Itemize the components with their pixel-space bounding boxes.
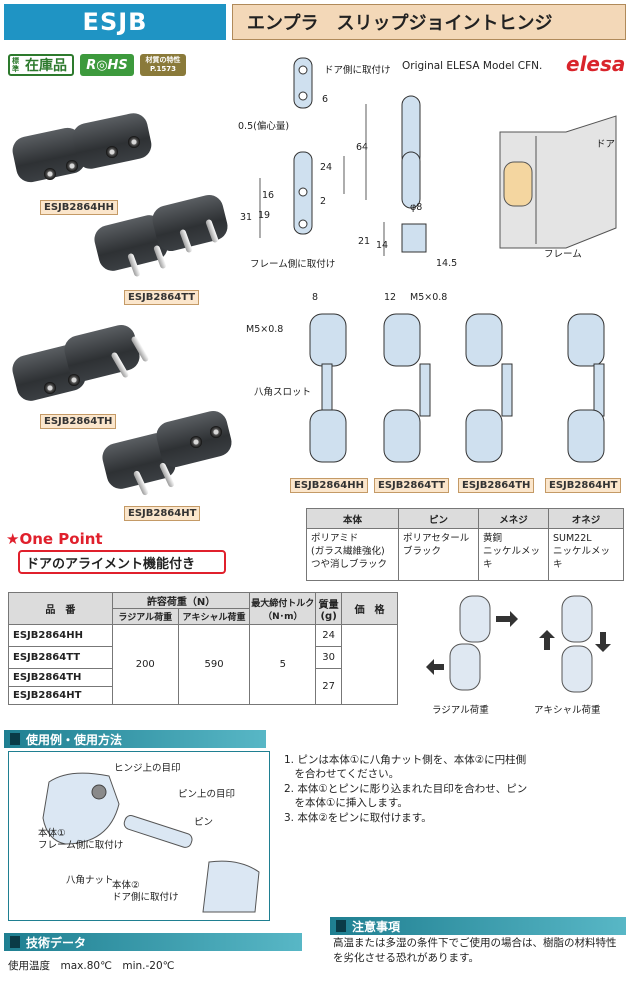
dim-16: 16 [262, 190, 275, 201]
photo-label-tt: ESJB2864TT [124, 290, 200, 305]
rohs-badge: R◎HS [80, 54, 134, 76]
page-header: ESJB エンプラ スリップジョイントヒンジ [0, 0, 630, 44]
dim-6: 6 [322, 94, 329, 105]
stock-badge-label: 在庫品 [25, 58, 67, 74]
radial-value: 200 [111, 624, 179, 705]
material-header-pin: ピン [398, 508, 479, 529]
dim-19: 19 [258, 210, 271, 221]
header-torque: 最大締付トルク （N･m） [249, 592, 317, 625]
temperature-range: 使用温度 max.80℃ min.-20℃ [8, 960, 175, 972]
caution-title-bar: 注意事項 [330, 917, 626, 935]
dim-8: 8 [312, 292, 319, 303]
dim-phi8: φ8 [410, 202, 423, 213]
load-diagram [426, 595, 611, 693]
header-mass: 質量 (g) [315, 592, 343, 625]
hex-slot-label: 八角スロット [254, 387, 312, 398]
stock-badge: 標準 在庫品 [8, 54, 74, 76]
material-badge-line2: P.1573 [150, 65, 176, 73]
door-label: ドア [596, 139, 616, 150]
hinge-mark-label: ヒンジ上の目印 [114, 763, 181, 774]
photo-tt [91, 186, 232, 286]
variant-label-tt: ESJB2864TT [374, 478, 450, 493]
mass-hh: 24 [315, 624, 343, 647]
dim-14: 14 [376, 240, 389, 251]
variant-label-ht: ESJB2864HT [545, 478, 622, 493]
one-point-box: ドアのアライメント機能付き [18, 550, 226, 574]
radial-load-label: ラジアル荷重 [432, 705, 489, 716]
product-table: 品 番 許容荷重（N） 最大締付トルク （N･m） 質量 (g) 価 格 ラジア… [8, 592, 398, 705]
material-badge-line1: 材質の特性 [145, 56, 181, 64]
material-header-female-thread: メネジ [478, 508, 549, 529]
dim-21: 21 [358, 236, 371, 247]
torque-value: 5 [249, 624, 317, 705]
dim-2: 2 [320, 196, 327, 207]
material-body: ポリアミド (ガラス繊維強化) つや消しブラック [306, 528, 399, 581]
photo-th [9, 316, 154, 410]
code-th: ESJB2864TH [8, 668, 113, 687]
one-point-title: ★One Point [6, 530, 103, 548]
product-code: ESJB [4, 4, 226, 40]
usage-step-2: 2. 本体①とピンに彫り込まれた目印を合わせ、ピン を本体①に挿入します。 [284, 783, 528, 809]
mass-tt: 30 [315, 646, 343, 669]
code-hh: ESJB2864HH [8, 624, 113, 647]
usage-step-3: 3. 本体②をピンに取付けます。 [284, 812, 432, 824]
product-title: エンプラ スリップジョイントヒンジ [232, 4, 626, 40]
header-load: 許容荷重（N） [111, 592, 251, 609]
price-cell [341, 624, 398, 705]
usage-step-1: 1. ピンは本体①に八角ナット側を、本体②に円柱側 を合わせてください。 [284, 754, 527, 780]
header-radial: ラジアル荷重 [111, 608, 179, 625]
offset-label: 0.5(偏心量) [238, 121, 290, 132]
body1-label: 本体① フレーム側に取付け [38, 828, 124, 851]
header-code: 品 番 [8, 592, 113, 625]
frame-label: フレーム [544, 249, 582, 260]
photo-label-hh: ESJB2864HH [40, 200, 118, 215]
dim-31: 31 [240, 212, 253, 223]
tech-title-bar: 技術データ [4, 933, 302, 951]
header-axial: アキシャル荷重 [177, 608, 251, 625]
photo-label-ht: ESJB2864HT [124, 506, 201, 521]
body2-label: 本体② ドア側に取付け [112, 880, 179, 903]
usage-steps: 1. ピンは本体①に八角ナット側を、本体②に円柱側 を合わせてください。 2. … [284, 753, 624, 826]
thread-m5-left: M5×0.8 [246, 324, 284, 335]
pin-label: ピン [194, 817, 214, 828]
material-pin: ポリアセタール ブラック [398, 528, 479, 581]
material-male-thread: SUM22L ニッケルメッキ [548, 528, 624, 581]
material-header-male-thread: オネジ [548, 508, 624, 529]
dimension-drawing [259, 57, 617, 463]
dim-64: 64 [356, 142, 369, 153]
dim-12: 12 [384, 292, 397, 303]
photo-ht [98, 398, 238, 502]
axial-value: 590 [177, 624, 251, 705]
thread-m5-top: M5×0.8 [410, 292, 448, 303]
stock-badge-small: 標準 [12, 57, 19, 73]
axial-load-label: アキシャル荷重 [534, 705, 601, 716]
code-tt: ESJB2864TT [8, 646, 113, 669]
usage-title-bar: 使用例・使用方法 [4, 730, 266, 748]
variant-label-th: ESJB2864TH [458, 478, 535, 493]
frame-side-label: フレーム側に取付け [250, 259, 336, 270]
original-model-text: Original ELESA Model CFN. [402, 60, 543, 72]
pin-mark-label: ピン上の目印 [178, 789, 236, 800]
elesa-logo: elesa [566, 52, 626, 76]
caution-text: 高温または多湿の条件下でご使用の場合は、樹脂の材料特性を劣化させる恐れがあります… [333, 937, 617, 964]
variant-label-hh: ESJB2864HH [290, 478, 368, 493]
material-header-body: 本体 [306, 508, 399, 529]
photo-hh [9, 110, 154, 200]
mass-th-ht: 27 [315, 668, 343, 705]
dim-14-5: 14.5 [436, 258, 458, 269]
material-female-thread: 黄銅 ニッケルメッキ [478, 528, 549, 581]
header-price: 価 格 [341, 592, 398, 625]
material-badge: 材質の特性 P.1573 [140, 54, 186, 76]
hex-nut-label: 八角ナット [66, 875, 114, 886]
door-side-label: ドア側に取付け [324, 65, 391, 76]
code-ht: ESJB2864HT [8, 686, 113, 705]
photo-label-th: ESJB2864TH [40, 414, 117, 429]
usage-illustration [8, 751, 270, 921]
material-table: 本体 ピン メネジ オネジ ポリアミド (ガラス繊維強化) つや消しブラック ポ… [306, 508, 624, 581]
dim-24: 24 [320, 162, 333, 173]
